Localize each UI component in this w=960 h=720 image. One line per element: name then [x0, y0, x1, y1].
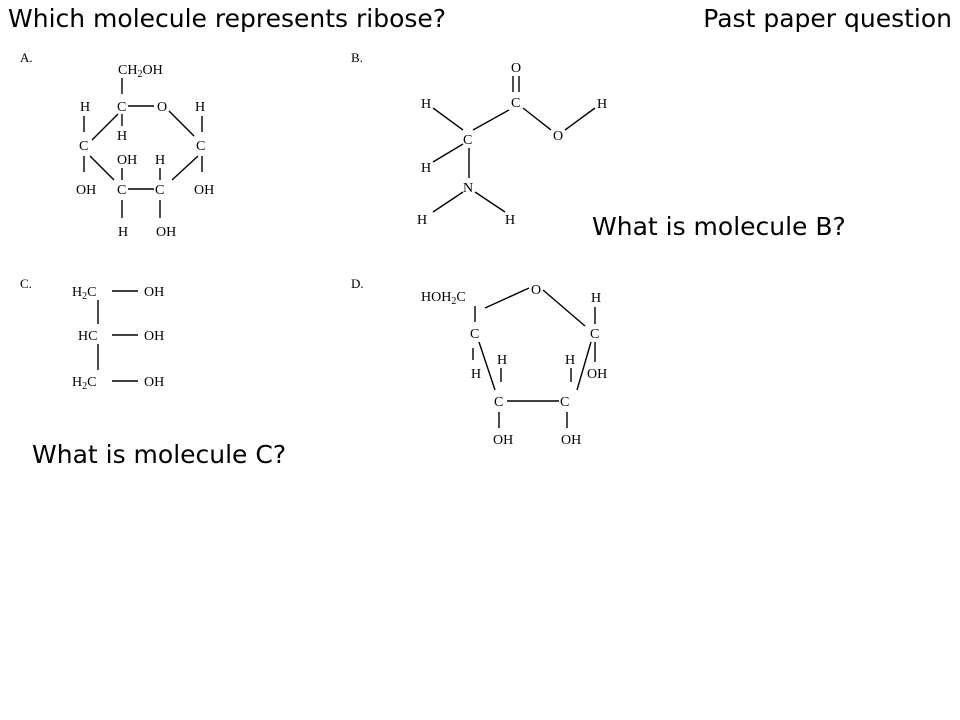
h2c-top-label: H2C	[72, 285, 96, 302]
h2c-bottom-label: H2C	[72, 375, 96, 392]
molecule-a: A. CH2OH H C O H H C C OH H OH C C OH H …	[20, 50, 214, 240]
atom-oh: OH	[144, 375, 164, 390]
ch2oh-label: CH2OH	[118, 63, 163, 80]
atom-oh: OH	[76, 183, 96, 198]
option-a-label: A.	[20, 50, 33, 65]
atom-h: H	[565, 353, 575, 368]
atom-oh: OH	[156, 225, 176, 240]
atom-h: H	[421, 97, 431, 112]
bond	[171, 155, 199, 181]
option-c-label: C.	[20, 276, 32, 291]
molecule-d: D. HOH2C O H C C H H H OH C C OH OH	[351, 276, 607, 448]
bond	[542, 289, 586, 327]
atom-o: O	[157, 100, 167, 115]
bond	[474, 191, 506, 213]
atom-h: H	[155, 153, 165, 168]
atom-n: N	[463, 181, 473, 196]
atom-oh: OH	[194, 183, 214, 198]
atom-h: H	[417, 213, 427, 228]
bond	[89, 155, 115, 181]
atom-c: C	[590, 327, 599, 342]
atom-o: O	[511, 61, 521, 76]
atom-h: H	[505, 213, 515, 228]
atom-h: H	[195, 100, 205, 115]
bond	[484, 287, 530, 309]
atom-oh: OH	[117, 153, 137, 168]
bond	[432, 107, 464, 131]
bond	[522, 107, 552, 131]
past-paper-tag: Past paper question	[703, 4, 952, 33]
hoh2c-label: HOH2C	[421, 290, 466, 307]
atom-hc: HC	[78, 329, 97, 344]
atom-h: H	[497, 353, 507, 368]
atom-oh: OH	[144, 285, 164, 300]
atom-h: H	[471, 367, 481, 382]
atom-c: C	[511, 96, 520, 111]
atom-h: H	[118, 225, 128, 240]
option-d-label: D.	[351, 276, 364, 291]
atom-c: C	[470, 327, 479, 342]
atom-h: H	[597, 97, 607, 112]
atom-c: C	[117, 100, 126, 115]
bond	[478, 341, 496, 391]
bond	[91, 113, 119, 141]
atom-c: C	[79, 139, 88, 154]
bond	[432, 191, 464, 213]
atom-oh: OH	[144, 329, 164, 344]
atom-h: H	[421, 161, 431, 176]
option-b-label: B.	[351, 50, 363, 65]
molecule-c: C. H2C OH HC OH H2C OH	[20, 276, 164, 392]
atom-c: C	[196, 139, 205, 154]
molecule-b: B. O C H H C O H N H H	[351, 50, 607, 228]
atom-o: O	[553, 129, 563, 144]
atom-h: H	[591, 291, 601, 306]
bond	[472, 109, 510, 131]
bond	[168, 110, 195, 137]
atom-h: H	[117, 129, 127, 144]
bond	[432, 143, 464, 163]
question-molecule-c: What is molecule C?	[32, 440, 287, 469]
atom-c: C	[463, 133, 472, 148]
atom-oh: OH	[587, 367, 607, 382]
question-molecule-b: What is molecule B?	[592, 212, 846, 241]
atom-c: C	[155, 183, 164, 198]
bond	[564, 107, 596, 131]
atom-oh: OH	[493, 433, 513, 448]
atom-o: O	[531, 283, 541, 298]
atom-oh: OH	[561, 433, 581, 448]
bond	[576, 341, 592, 391]
question-title: Which molecule represents ribose?	[8, 4, 447, 33]
atom-c: C	[117, 183, 126, 198]
atom-c: C	[560, 395, 569, 410]
atom-h: H	[80, 100, 90, 115]
atom-c: C	[494, 395, 503, 410]
